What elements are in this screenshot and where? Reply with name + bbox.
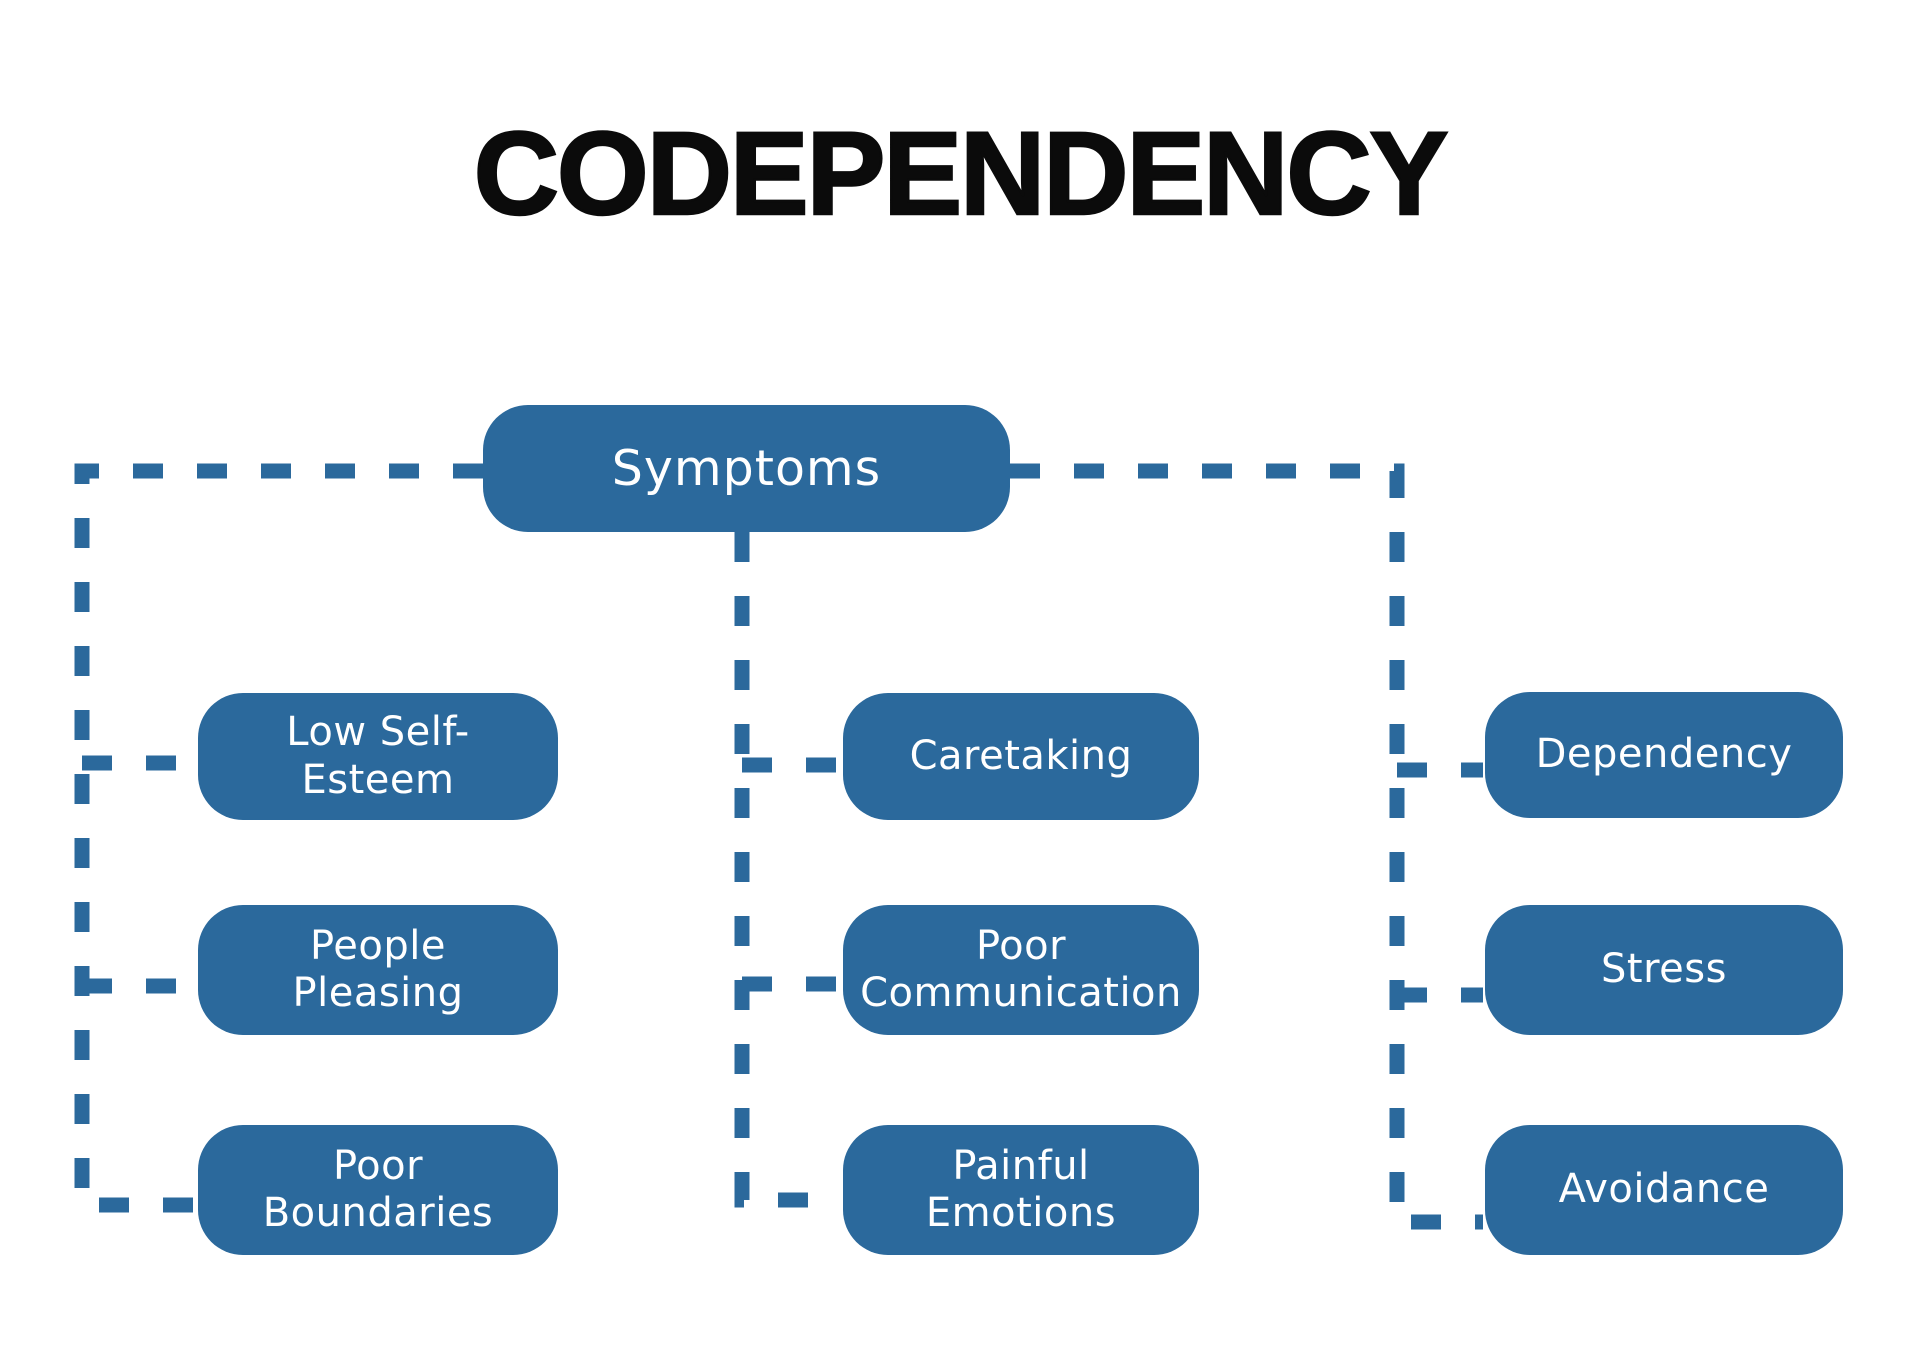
node-stress-label: Stress: [1601, 946, 1727, 993]
connector-left-main: [74, 463, 483, 1213]
node-low-self-esteem: Low Self- Esteem: [198, 693, 558, 820]
node-poor-communication-label: Poor Communication: [860, 922, 1182, 1016]
node-stress: Stress: [1485, 905, 1843, 1035]
node-painful-emotions: Painful Emotions: [843, 1125, 1199, 1255]
node-symptoms-label: Symptoms: [611, 439, 882, 497]
node-caretaking: Caretaking: [843, 693, 1199, 820]
node-painful-emotions-label: Painful Emotions: [925, 1142, 1117, 1236]
node-poor-boundaries: Poor Boundaries: [198, 1125, 558, 1255]
node-symptoms: Symptoms: [483, 405, 1010, 532]
node-people-pleasing-label: People Pleasing: [292, 922, 464, 1016]
node-poor-communication: Poor Communication: [843, 905, 1199, 1035]
node-people-pleasing: People Pleasing: [198, 905, 558, 1035]
node-avoidance-label: Avoidance: [1558, 1166, 1770, 1213]
node-poor-boundaries-label: Poor Boundaries: [262, 1142, 494, 1236]
page-title: CODEPENDENCY: [472, 107, 1449, 242]
node-dependency-label: Dependency: [1535, 731, 1793, 778]
node-caretaking-label: Caretaking: [909, 732, 1133, 779]
node-avoidance: Avoidance: [1485, 1125, 1843, 1255]
node-low-self-esteem-label: Low Self- Esteem: [286, 709, 470, 803]
node-dependency: Dependency: [1485, 692, 1843, 818]
connector-right-main: [1010, 463, 1483, 1230]
connector-middle-main: [734, 532, 841, 1208]
